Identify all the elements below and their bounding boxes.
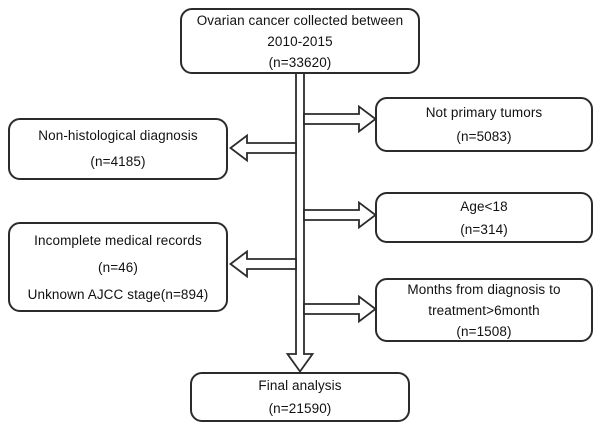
node-excluded-age-under-18: Age<18 (n=314) — [375, 192, 593, 243]
arrow-to-age-under-18 — [303, 200, 377, 230]
arrow-to-incomplete-medical-records — [229, 249, 297, 279]
node-text-line: Ovarian cancer collected between — [196, 12, 404, 28]
node-text-line: Final analysis — [258, 378, 342, 393]
node-text-line: (n=4185) — [90, 154, 146, 169]
node-text-line: (n=314) — [460, 221, 508, 237]
node-excluded-incomplete-records: Incomplete medical records (n=46) Unknow… — [8, 222, 228, 312]
node-text-line: 2010-2015 — [267, 33, 333, 49]
node-text-line: treatment>6month — [428, 302, 540, 318]
node-text-line: (n=1508) — [456, 323, 512, 339]
arrow-to-not-primary-tumors — [303, 104, 377, 134]
node-text-line: (n=21590) — [268, 401, 332, 416]
node-excluded-not-primary-tumors: Not primary tumors (n=5083) — [375, 97, 593, 152]
node-text-line: Unknown AJCC stage(n=894) — [27, 286, 209, 302]
node-source-cohort: Ovarian cancer collected between 2010-20… — [180, 8, 420, 74]
node-text-line: (n=46) — [98, 259, 138, 275]
node-text-line: (n=33620) — [268, 54, 332, 70]
node-text-line: (n=5083) — [456, 128, 512, 144]
node-text-line: Months from diagnosis to — [407, 281, 561, 297]
arrow-to-non-histological-diagnosis — [229, 133, 297, 163]
node-excluded-months-to-treatment: Months from diagnosis to treatment>6mont… — [375, 278, 593, 342]
node-final-analysis: Final analysis (n=21590) — [190, 372, 410, 422]
node-excluded-non-histological-diagnosis: Non-histological diagnosis (n=4185) — [8, 118, 228, 180]
node-text-line: Non-histological diagnosis — [38, 128, 198, 143]
node-text-line: Age<18 — [460, 198, 508, 214]
arrow-to-months-from-diagnosis — [303, 294, 377, 324]
node-text-line: Not primary tumors — [425, 104, 543, 120]
node-text-line: Incomplete medical records — [34, 232, 202, 248]
